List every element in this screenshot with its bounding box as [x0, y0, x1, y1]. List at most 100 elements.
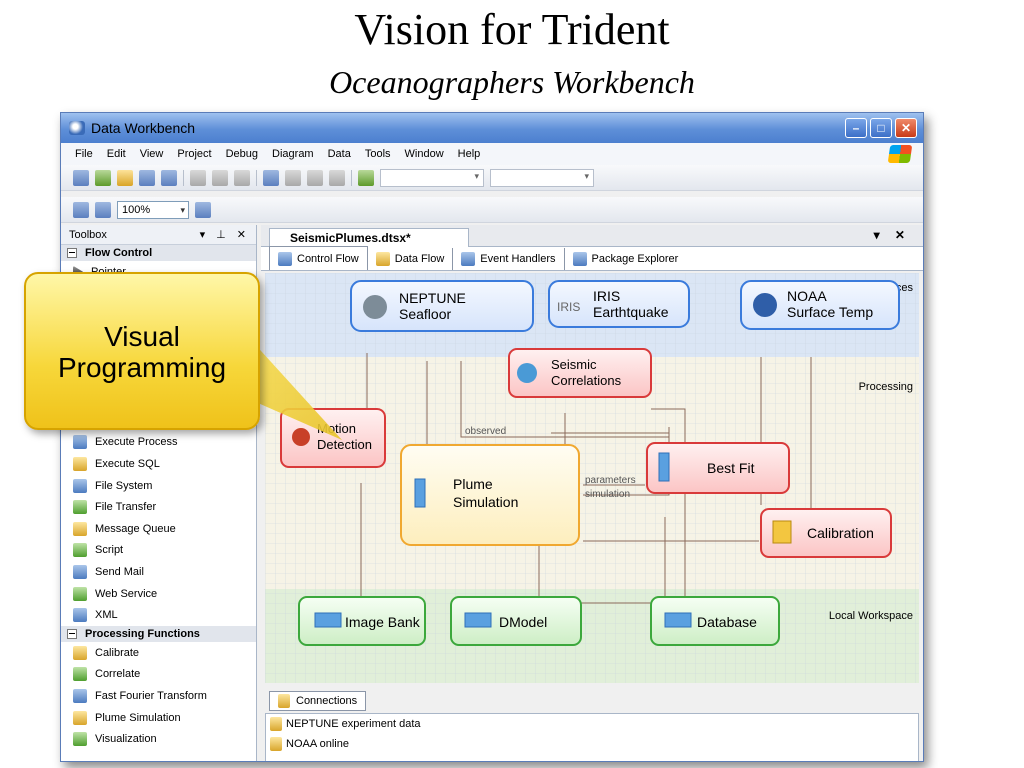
node-image-bank[interactable]: Image Bank — [298, 596, 426, 646]
title-bar[interactable]: Data Workbench – □ ✕ — [61, 113, 923, 143]
workflow-diagram[interactable]: Data Sources Processing Local Workspace — [265, 273, 919, 683]
node-label: Best Fit — [707, 460, 755, 476]
zoom-out-icon[interactable] — [95, 201, 111, 218]
node-database[interactable]: Database — [650, 596, 780, 646]
new-project-icon[interactable] — [73, 169, 89, 186]
node-calibration[interactable]: Calibration — [760, 508, 892, 558]
toolbox-item-xml[interactable]: XML — [61, 604, 256, 626]
redo-icon[interactable] — [285, 169, 301, 186]
node-noaa-surface-temp[interactable]: NOAA Surface Temp — [740, 280, 900, 330]
toolbox-item-fft[interactable]: Fast Fourier Transform — [61, 685, 256, 707]
list-item[interactable]: NEPTUNE experiment data — [266, 714, 918, 734]
fft-icon — [73, 688, 87, 703]
menu-diagram[interactable]: Diagram — [272, 148, 314, 160]
list-item[interactable]: NOAA online — [266, 734, 918, 754]
toolbox-item-correlate[interactable]: Correlate — [61, 664, 256, 686]
close-icon[interactable]: ✕ — [895, 118, 917, 138]
node-dmodel[interactable]: DModel — [450, 596, 582, 646]
toolbox-item-label: File System — [95, 479, 153, 492]
database-icon — [664, 612, 692, 628]
toolbox-group-processing-functions[interactable]: Processing Functions — [61, 625, 256, 642]
execute-process-icon — [73, 435, 87, 450]
document-tab[interactable]: SeismicPlumes.dtsx* — [269, 228, 469, 248]
save-all-icon[interactable] — [161, 169, 177, 186]
pointer-icon — [73, 265, 83, 278]
zone-label-processing: Processing — [859, 381, 913, 393]
menu-tools[interactable]: Tools — [364, 148, 391, 160]
toolbox-item-execute-process[interactable]: Execute Process — [61, 432, 256, 454]
tab-connections[interactable]: Connections — [269, 691, 367, 711]
paste-icon[interactable] — [234, 169, 250, 186]
tab-event-handlers[interactable]: Event Handlers — [453, 248, 565, 270]
node-label: Surface Temp — [787, 304, 873, 320]
correlate-icon — [73, 667, 87, 682]
collapse-icon[interactable] — [67, 248, 77, 258]
layout-toolbar: 100% — [61, 197, 923, 223]
toolbox-item-calibrate[interactable]: Calibrate — [61, 642, 256, 664]
toolbox-item-file-system[interactable]: File System — [61, 475, 256, 497]
diagram-canvas[interactable]: Data Sources Processing Local Workspace — [265, 273, 919, 683]
node-plume-simulation[interactable]: Plume Simulation — [400, 444, 580, 546]
toolbox-title: Toolbox — [69, 228, 107, 241]
menu-edit[interactable]: Edit — [106, 148, 126, 160]
node-label: IRIS — [593, 288, 620, 304]
maximize-icon[interactable]: □ — [870, 118, 892, 138]
tab-package-explorer[interactable]: Package Explorer — [565, 248, 687, 270]
navigate-back-icon[interactable] — [307, 169, 323, 186]
collapse-icon[interactable] — [67, 628, 77, 639]
connection-label: NOAA online — [286, 738, 349, 750]
menu-project[interactable]: Project — [177, 148, 212, 160]
solution-config-combo[interactable] — [380, 168, 484, 187]
toolbox-group-flow-control[interactable]: Flow Control — [61, 245, 256, 261]
node-best-fit[interactable]: Best Fit — [646, 442, 790, 494]
menu-window[interactable]: Window — [404, 148, 444, 160]
package-explorer-icon — [572, 252, 587, 266]
toolbox-item-message-queue[interactable]: Message Queue — [61, 518, 256, 540]
control-flow-icon — [278, 251, 292, 266]
toolbox-item-label: Execute SQL — [95, 457, 160, 470]
navigate-forward-icon[interactable] — [329, 169, 345, 186]
tab-control-flow[interactable]: Control Flow — [269, 246, 368, 270]
node-neptune-seafloor[interactable]: NEPTUNE Seafloor — [350, 280, 534, 332]
add-item-icon[interactable] — [95, 169, 111, 186]
menu-file[interactable]: File — [75, 148, 93, 160]
save-icon[interactable] — [139, 169, 155, 186]
node-label: Calibration — [807, 525, 874, 541]
open-folder-icon[interactable] — [117, 169, 133, 186]
menu-debug[interactable]: Debug — [225, 148, 259, 160]
edge-label-parameters: parameters — [585, 475, 636, 486]
zoom-combo[interactable]: 100% — [117, 200, 189, 219]
toolbox-item-label: File Transfer — [95, 501, 157, 514]
document-tab-bar: SeismicPlumes.dtsx* ▾ ✕ — [261, 225, 923, 248]
menu-bar: File Edit View Project Debug Diagram Dat… — [61, 143, 923, 165]
minimize-icon[interactable]: – — [845, 118, 867, 138]
toolbox-group-label: Processing Functions — [85, 627, 200, 640]
toolbox-item-file-transfer[interactable]: File Transfer — [61, 496, 256, 518]
node-iris-earthquake[interactable]: IRIS IRIS Earthtquake — [548, 280, 690, 328]
menu-view[interactable]: View — [139, 148, 164, 160]
solution-platform-combo[interactable] — [490, 168, 594, 187]
zoom-in-icon[interactable] — [73, 201, 89, 218]
toolbox-pin-close-icon[interactable]: ▾ ⊥ ✕ — [199, 229, 250, 241]
zoom-to-fit-icon[interactable] — [195, 201, 211, 218]
tab-label: Event Handlers — [480, 253, 556, 265]
toolbox-item-script[interactable]: Script — [61, 540, 256, 562]
menu-help[interactable]: Help — [457, 148, 481, 160]
toolbox-item-visualization[interactable]: Visualization — [61, 728, 256, 750]
toolbox-item-web-service[interactable]: Web Service — [61, 583, 256, 605]
undo-icon[interactable] — [263, 169, 279, 186]
toolbox-item-plume-simulation[interactable]: Plume Simulation — [61, 707, 256, 729]
toolbox-item-execute-sql[interactable]: Execute SQL — [61, 453, 256, 475]
copy-icon[interactable] — [212, 169, 228, 186]
start-debug-icon[interactable] — [358, 169, 374, 186]
toolbox-item-send-mail[interactable]: Send Mail — [61, 561, 256, 583]
window-title: Data Workbench — [91, 120, 196, 136]
document-menu-close-icon[interactable]: ▾ ✕ — [873, 228, 911, 242]
node-seismic-correlations[interactable]: Seismic Correlations — [508, 348, 652, 398]
toolbox-header: Toolbox ▾ ⊥ ✕ — [61, 225, 256, 245]
cut-icon[interactable] — [190, 169, 206, 186]
calibrate-icon — [73, 645, 87, 660]
menu-data[interactable]: Data — [327, 148, 351, 160]
tab-data-flow[interactable]: Data Flow — [368, 248, 454, 270]
toolbox-item-label: Script — [95, 544, 124, 557]
